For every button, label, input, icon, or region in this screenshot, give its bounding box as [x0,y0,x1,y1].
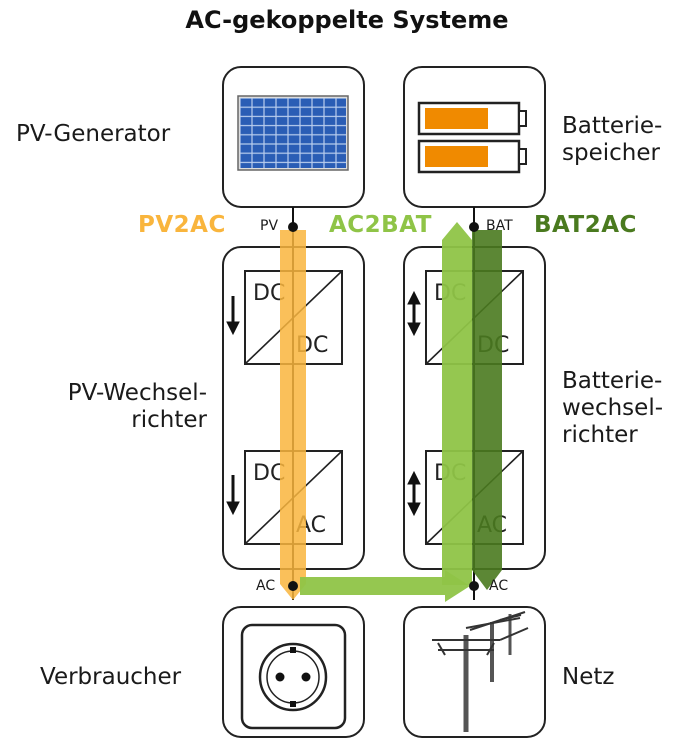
down-arrow-icon [226,475,240,516]
port-label-bat: BAT [486,218,513,234]
flow-arrow-bat2ac [472,230,502,590]
battery-inverter-label: Batterie- wechsel- richter [562,368,663,449]
ac-port-dot-left [288,581,298,591]
bidirectional-arrow-icon [407,470,421,517]
port-label-ac-right: AC [489,578,509,594]
port-label-pv: PV [260,218,279,234]
pv-inverter-label: PV-Wechsel- richter [12,380,207,434]
battery-inverter-label-line: wechsel- [562,395,664,421]
converter-label-dc: DC [253,461,285,486]
power-pylon-icon [432,611,529,732]
flow-arrow-ac2bat [442,222,472,585]
port-label-ac-left: AC [256,578,276,594]
pv-inverter-label-line: richter [131,407,207,433]
solar-panel-icon [237,95,349,171]
pv-generator-label: PV-Generator [16,121,171,147]
flow-label-bat2ac: BAT2AC [534,212,637,238]
consumer-label: Verbraucher [40,664,182,690]
battery-inverter-label-line: Batterie- [562,368,663,394]
battery-inverter-label-line: richter [562,422,638,448]
bat-port-dot [469,222,479,232]
grid-label: Netz [562,664,615,690]
battery-storage-label-line: speicher [562,140,660,166]
battery-storage-box [403,66,546,208]
ac-port-dot-right [469,581,479,591]
battery-storage-label-line: Batterie- [562,113,663,139]
page-title: AC-gekoppelte Systeme [185,6,509,34]
converter-label-dc: DC [253,281,285,306]
flow-arrow-pv2ac [280,230,306,600]
down-arrow-icon [226,296,240,336]
power-socket-icon [240,623,347,730]
bidirectional-arrow-icon [407,290,421,337]
flow-label-pv2ac: PV2AC [138,212,226,238]
flow-label-ac2bat: AC2BAT [329,212,432,238]
pv-inverter-label-line: PV-Wechsel- [67,380,207,406]
battery-icon [417,101,527,174]
battery-storage-label: Batterie- speicher [562,113,662,167]
pv-port-dot [288,222,298,232]
flow-arrow-ac2bat-horizontal [300,570,470,602]
